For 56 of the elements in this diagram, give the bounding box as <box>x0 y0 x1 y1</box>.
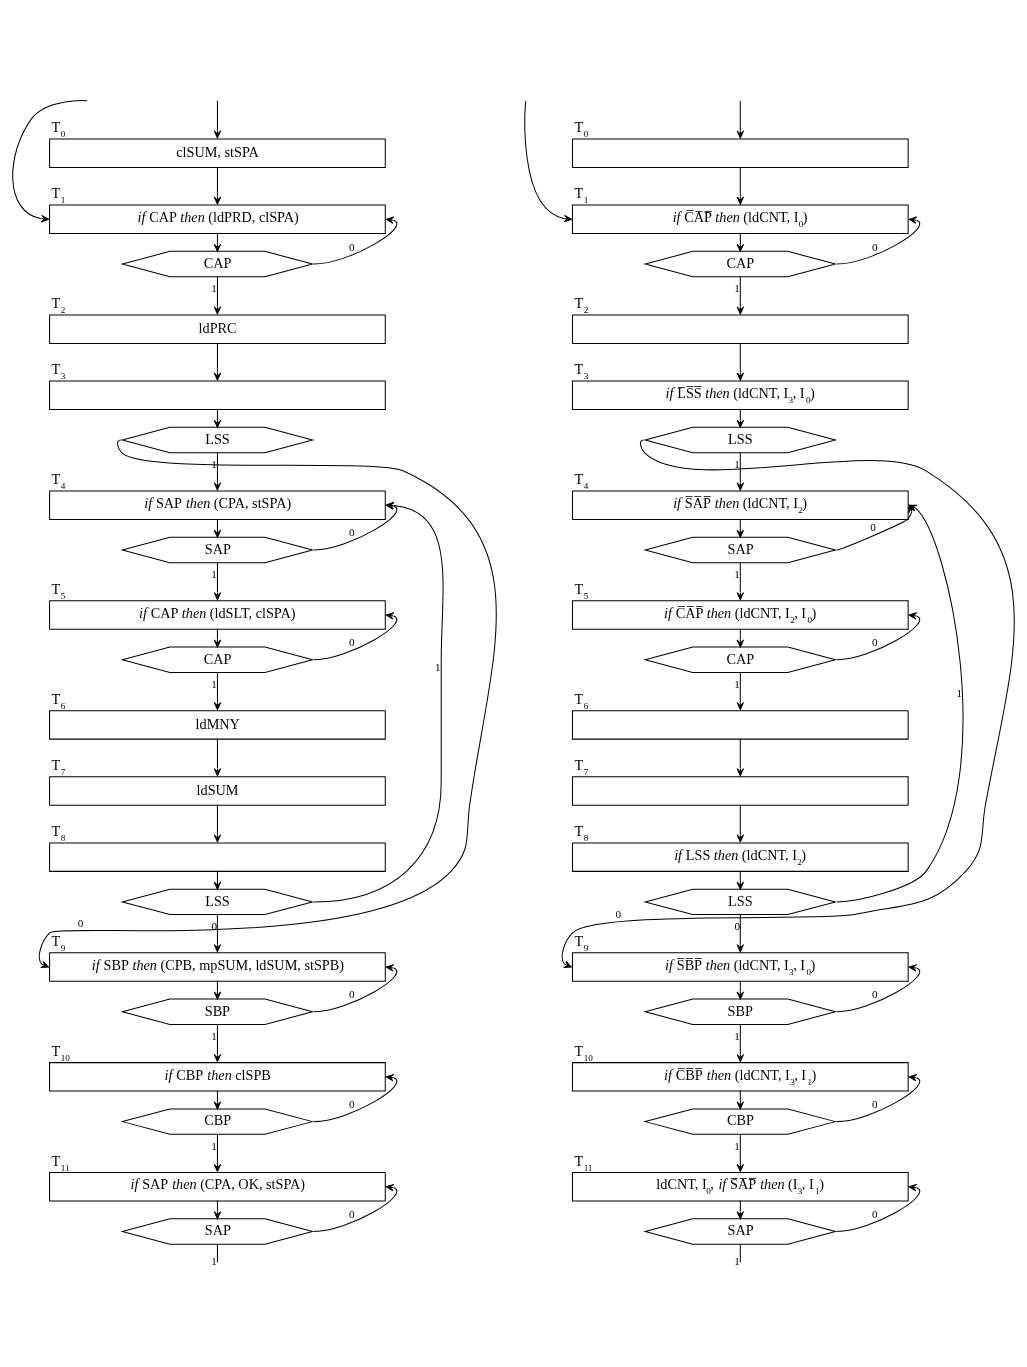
edge-label: 0 <box>871 1207 878 1220</box>
edge-label: 0 <box>349 987 355 1000</box>
edge-label: 1 <box>734 677 740 690</box>
edge-label: 1 <box>211 281 217 294</box>
node-label: T$_{1}$ <box>574 184 589 205</box>
edge-label: 0 <box>871 635 878 648</box>
edge-label: 0 <box>734 919 741 932</box>
node-label: T$_{3}$ <box>51 360 66 381</box>
edge-label: 1 <box>734 281 740 294</box>
node-label: T$_{3}$ <box>574 360 589 381</box>
edge-label: 0 <box>871 1097 878 1110</box>
edge-label: 1 <box>734 567 740 580</box>
edge-label: 0 <box>349 635 355 648</box>
edge-label: 0 <box>870 520 876 533</box>
node-label: T$_{9}$ <box>574 932 589 953</box>
node-label: T$_{6}$ <box>51 690 66 711</box>
edge-label: 1 <box>734 1254 740 1267</box>
node-label: T$_{5}$ <box>574 580 589 601</box>
edge-label: 0 <box>871 987 878 1000</box>
node-label: T$_{7}$ <box>574 756 589 777</box>
node-label: T$_{6}$ <box>574 690 589 711</box>
edge-label: 1 <box>211 1139 217 1152</box>
node-label: T$_{4}$ <box>574 470 589 491</box>
node-label: T$_{11}$ <box>574 1152 593 1173</box>
edge-label: 1 <box>211 1029 217 1042</box>
node-label: T$_{4}$ <box>51 470 66 491</box>
edge-label: 0 <box>349 240 355 253</box>
edge-label: 0 <box>349 1097 355 1110</box>
edge-label: 0 <box>871 240 878 253</box>
edge-label: 0 <box>77 916 84 929</box>
node-label: T$_{5}$ <box>51 580 66 601</box>
node-label: T$_{0}$ <box>574 118 589 139</box>
node-label: T$_{0}$ <box>51 118 66 139</box>
edge-label: 1 <box>734 457 740 470</box>
node-label: T$_{11}$ <box>51 1152 70 1173</box>
node-label: T$_{8}$ <box>51 822 66 843</box>
edge-label: 1 <box>211 1254 217 1267</box>
node-label: T$_{7}$ <box>51 756 66 777</box>
edge-label: 1 <box>734 1139 740 1152</box>
node-label: T$_{2}$ <box>574 294 589 315</box>
edge-label: 1 <box>211 677 217 690</box>
edge-label: 0 <box>349 525 355 538</box>
edge-label: 0 <box>615 907 622 920</box>
node-label: T$_{10}$ <box>51 1042 70 1063</box>
node-label: T$_{1}$ <box>51 184 66 205</box>
edge-label: 0 <box>211 919 218 932</box>
node-label: T$_{2}$ <box>51 294 66 315</box>
edge-label: 0 <box>349 1207 355 1220</box>
edge-label: 1 <box>734 1029 740 1042</box>
node-label: T$_{10}$ <box>574 1042 593 1063</box>
node-label: T$_{9}$ <box>51 932 66 953</box>
edge-label: 1 <box>956 686 963 699</box>
node-label: T$_{8}$ <box>574 822 589 843</box>
edge-label: 1 <box>211 457 217 470</box>
edge-label: 1 <box>211 567 217 580</box>
edge-label: 1 <box>435 660 441 673</box>
